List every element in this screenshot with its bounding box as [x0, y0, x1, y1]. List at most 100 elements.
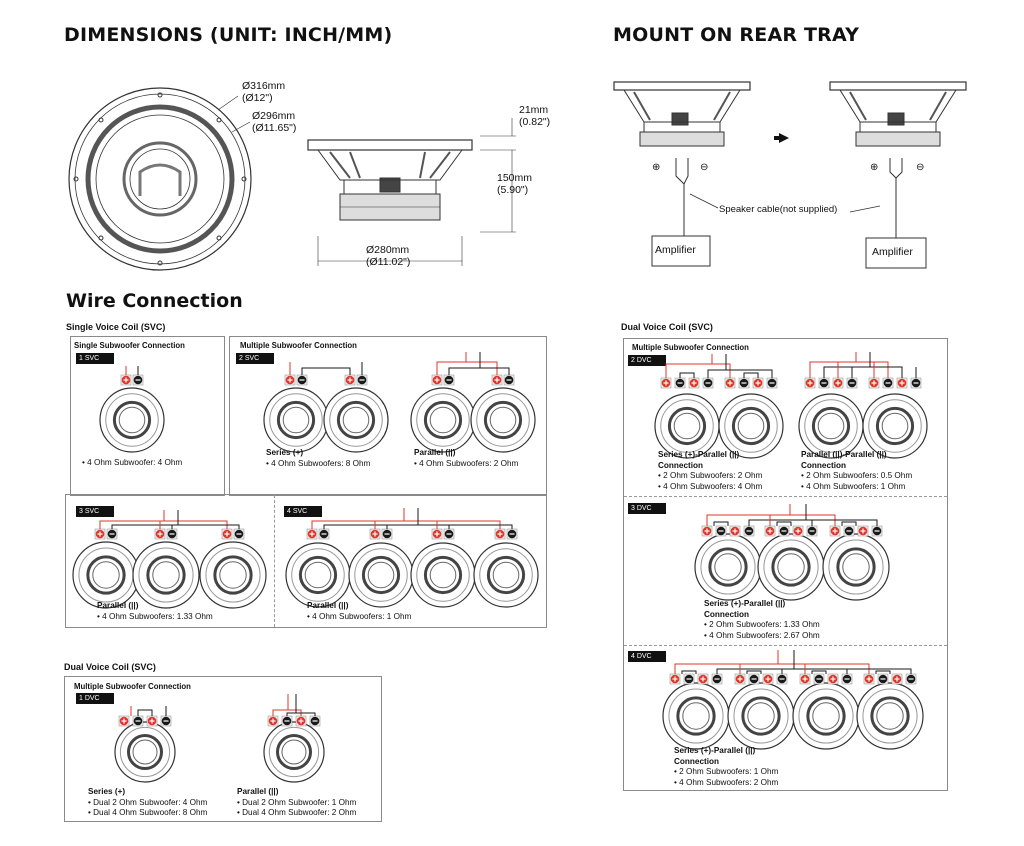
- speaker-ring: [112, 400, 152, 440]
- speaker-ring: [676, 696, 716, 736]
- speaker-cap: [777, 553, 805, 581]
- speaker-surround: [269, 393, 323, 447]
- speaker-surround: [354, 548, 408, 602]
- speaker-surround: [868, 399, 922, 453]
- mount-title: MOUNT ON REAR TRAY: [613, 24, 860, 46]
- svc2-series-desc: Series (+) • 4 Ohm Subwoofers: 8 Ohm: [266, 448, 371, 468]
- speaker-ring: [870, 696, 910, 736]
- dvc1-series-desc: Series (+) • Dual 2 Ohm Subwoofer: 4 Ohm…: [88, 787, 208, 817]
- speaker-cap: [881, 412, 909, 440]
- wire: [448, 367, 510, 375]
- inner-diameter-in: (Ø11.65"): [252, 122, 297, 134]
- svc3-desc: Parallel (||) • 4 Ohm Subwoofers: 1.33 O…: [97, 601, 213, 621]
- tag-3dvc: 3 DVC: [628, 503, 666, 514]
- speaker-surround: [733, 688, 789, 744]
- depth-mm: 150mm: [497, 172, 533, 184]
- dvc2b-desc: Parallel (||)-Parallel (||) Connection •…: [801, 450, 913, 491]
- speaker-ring: [146, 555, 186, 595]
- mount-diameter-in: (Ø11.02"): [366, 256, 411, 268]
- speaker-surround: [724, 399, 778, 453]
- wire: [841, 521, 857, 526]
- speaker-ring: [127, 734, 163, 770]
- wire: [323, 524, 513, 529]
- tag-2svc: 2 SVC: [236, 353, 274, 364]
- wire-connection-title: Wire Connection: [66, 290, 243, 312]
- speaker-surround: [205, 547, 261, 603]
- speaker-cap: [429, 561, 457, 589]
- plus-symbol-right: ⊕: [870, 162, 879, 173]
- speaker-surround: [798, 688, 854, 744]
- speaker-surround: [476, 393, 530, 447]
- top-height-mm: 21mm: [519, 104, 549, 116]
- wire: [776, 521, 792, 526]
- wire: [875, 670, 891, 674]
- speaker-cap: [152, 561, 180, 589]
- dvc-left-multi-title: Multiple Subwoofer Connection: [74, 682, 191, 691]
- svc4-desc: Parallel (||) • 4 Ohm Subwoofers: 1 Ohm: [307, 601, 412, 621]
- speaker-ring: [276, 734, 312, 770]
- wire: [743, 372, 759, 378]
- speaker-ring: [836, 547, 876, 587]
- speaker-surround: [416, 548, 470, 602]
- outer-diameter-in: (Ø12"): [242, 92, 273, 104]
- speaker-cap: [737, 412, 765, 440]
- wire: [713, 521, 729, 526]
- speaker-ring: [213, 555, 253, 595]
- wire: [665, 363, 731, 378]
- speaker-surround: [138, 547, 194, 603]
- wire: [823, 366, 903, 378]
- dvc1-parallel-desc: Parallel (||) • Dual 2 Ohm Subwoofer: 1 …: [237, 787, 357, 817]
- wire: [811, 670, 827, 674]
- speaker-ring: [423, 555, 463, 595]
- speaker-cap: [429, 406, 457, 434]
- speaker-ring: [423, 400, 463, 440]
- speaker-ring: [336, 400, 376, 440]
- speaker-surround: [479, 548, 533, 602]
- inner-diameter-mm: Ø296mm: [252, 110, 296, 122]
- svc-multi-frame: [229, 336, 547, 496]
- wire: [707, 369, 773, 378]
- speaker-cap: [489, 406, 517, 434]
- wire: [679, 372, 695, 378]
- speaker-surround: [291, 548, 345, 602]
- speaker-ring: [667, 406, 707, 446]
- speaker-cap: [673, 412, 701, 440]
- speaker-cap: [281, 739, 307, 765]
- wire: [111, 524, 240, 529]
- speaker-ring: [771, 547, 811, 587]
- tag-4svc: 4 SVC: [284, 506, 322, 517]
- speaker-cap: [842, 553, 870, 581]
- speaker-surround: [268, 726, 320, 778]
- speaker-cap: [747, 702, 775, 730]
- speaker-cap: [282, 406, 310, 434]
- speaker-cap: [367, 561, 395, 589]
- speaker-cap: [342, 406, 370, 434]
- tag-3svc: 3 SVC: [76, 506, 114, 517]
- subwoofer-side-view: [307, 118, 516, 266]
- wire: [746, 670, 762, 674]
- speaker-cap: [219, 561, 247, 589]
- speaker-cap: [92, 561, 120, 589]
- svc2-parallel-desc: Parallel (||) • 4 Ohm Subwoofers: 2 Ohm: [414, 448, 519, 468]
- dvc-left-frame: [64, 676, 382, 822]
- arrow-right-icon: [779, 133, 789, 143]
- speaker-ring: [875, 406, 915, 446]
- speaker-ring: [741, 696, 781, 736]
- speaker-surround: [862, 688, 918, 744]
- speaker-cap: [714, 553, 742, 581]
- speaker-cable-label: Speaker cable(not supplied): [719, 204, 838, 215]
- wire: [809, 361, 889, 378]
- speaker-cap: [132, 739, 158, 765]
- speaker-ring: [86, 555, 126, 595]
- speaker-surround: [763, 539, 819, 595]
- speaker-cap: [812, 702, 840, 730]
- speaker-ring: [486, 555, 526, 595]
- depth-in: (5.90"): [497, 184, 529, 196]
- amplifier-label-right: Amplifier: [872, 246, 913, 258]
- tag-2dvc: 2 DVC: [628, 355, 666, 366]
- svc-heading: Single Voice Coil (SVC): [66, 322, 166, 332]
- speaker-surround: [828, 539, 884, 595]
- tag-1dvc: 1 DVC: [76, 693, 114, 704]
